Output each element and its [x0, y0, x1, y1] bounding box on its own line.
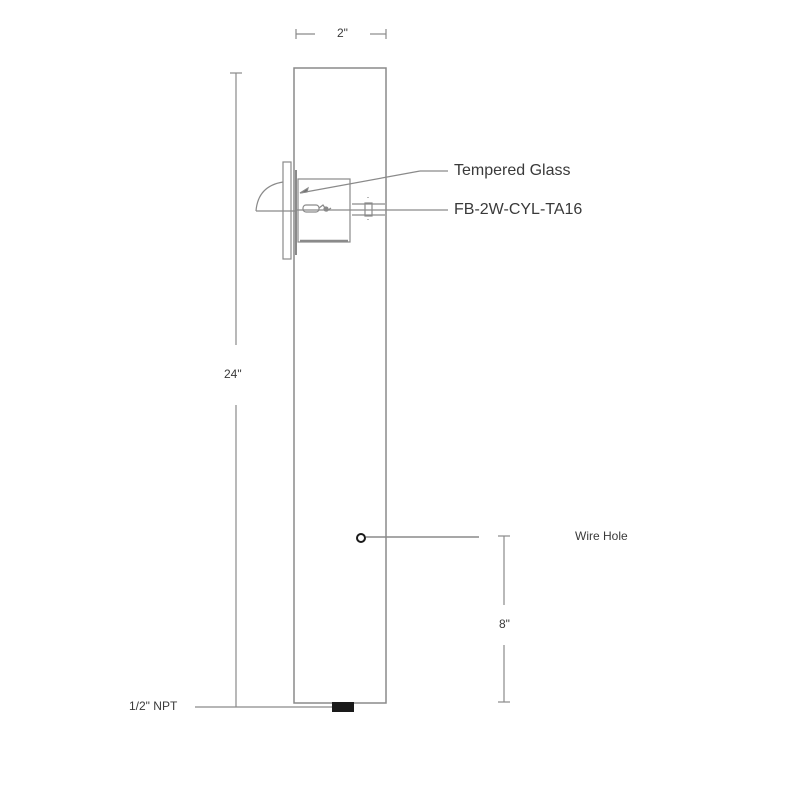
tempered-glass-label: Tempered Glass [454, 162, 571, 179]
wire-hole-height-label: 8" [497, 617, 512, 631]
post-body [293, 67, 387, 704]
wire-hole-height-dimension [498, 535, 510, 703]
width-dimension [295, 29, 387, 39]
npt-leader [195, 702, 354, 712]
npt-label: 1/2" NPT [129, 699, 178, 713]
height-dimension-label: 24" [222, 367, 244, 381]
width-dimension-label: 2" [337, 26, 348, 40]
wire-hole [356, 533, 479, 543]
height-dimension [230, 72, 242, 707]
leader-tempered-glass [299, 170, 448, 194]
fixture-model-label: FB-2W-CYL-TA16 [454, 201, 583, 218]
wire-hole-label: Wire Hole [575, 529, 628, 543]
